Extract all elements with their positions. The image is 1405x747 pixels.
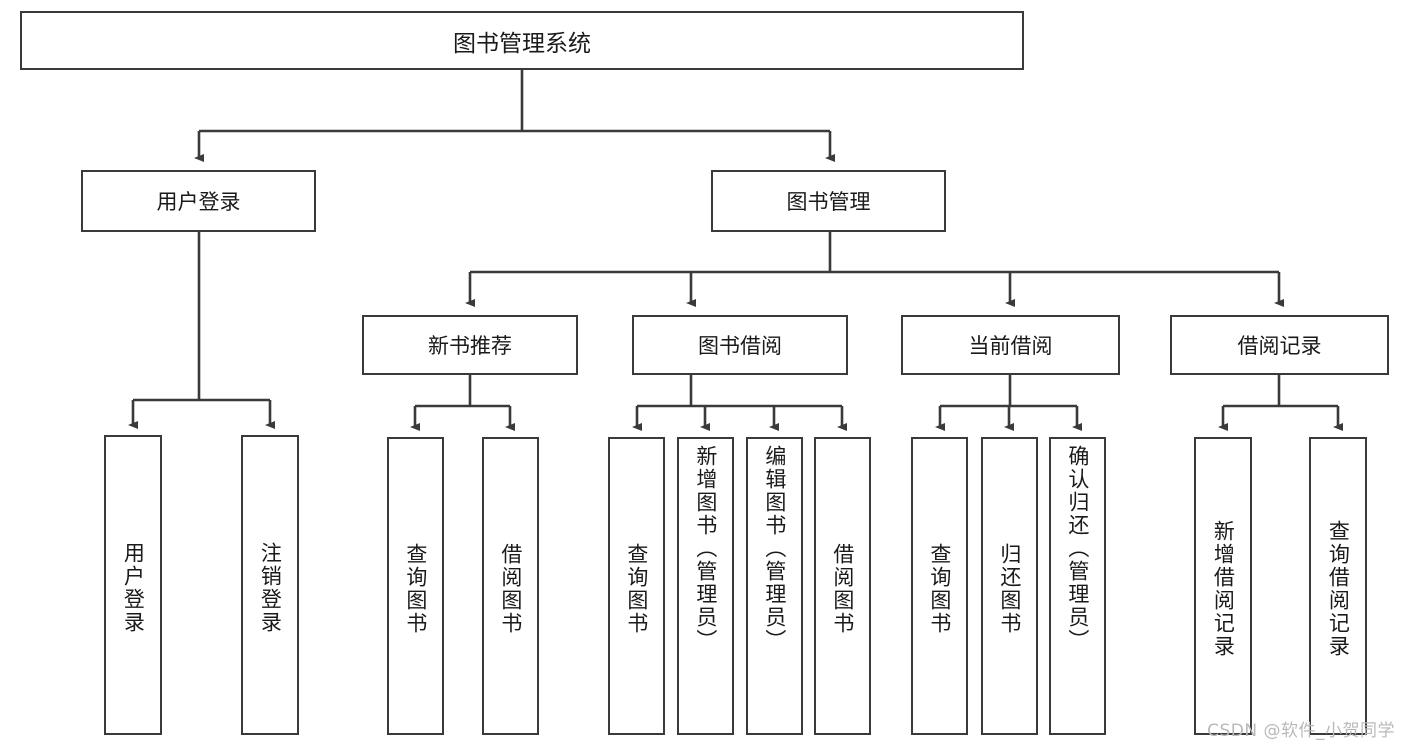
node-label: 注销登录: [258, 542, 283, 634]
node-label: 查询图书: [624, 543, 649, 635]
leaf-book-borrow-borrow-book[interactable]: 借阅图书: [814, 437, 871, 735]
node-label: 归还图书: [997, 543, 1022, 635]
leaf-inner: 编辑图书（管理员）: [748, 445, 801, 733]
leaf-user-login-login[interactable]: 用户登录: [104, 435, 162, 735]
watermark: CSDN @软件_小贺同学: [1207, 721, 1395, 741]
node-label: 查询图书: [927, 543, 952, 635]
node-label: 新增图书（管理员）: [693, 445, 718, 652]
node-label: 借阅记录: [1237, 334, 1322, 358]
node-label: 用户登录: [121, 542, 146, 634]
leaf-book-borrow-query-book[interactable]: 查询图书: [608, 437, 665, 735]
node-label: 借阅图书: [830, 543, 855, 635]
node-current-borrow[interactable]: 当前借阅: [901, 315, 1120, 375]
node-label: 用户登录: [156, 190, 241, 214]
node-label: 当前借阅: [968, 334, 1053, 358]
leaf-borrow-record-query-record[interactable]: 查询借阅记录: [1309, 437, 1367, 735]
leaf-new-book-borrow-book[interactable]: 借阅图书: [482, 437, 539, 735]
leaf-inner: 查询图书: [913, 445, 966, 733]
leaf-current-borrow-return-book[interactable]: 归还图书: [981, 437, 1038, 735]
node-book-borrow[interactable]: 图书借阅: [632, 315, 848, 375]
node-label: 新书推荐: [428, 334, 512, 358]
leaf-inner: 用户登录: [106, 443, 160, 733]
node-borrow-record[interactable]: 借阅记录: [1170, 315, 1389, 375]
leaf-borrow-record-add-record[interactable]: 新增借阅记录: [1194, 437, 1252, 735]
node-label: 确认归还（管理员）: [1065, 445, 1090, 652]
leaf-inner: 借阅图书: [816, 445, 869, 733]
leaf-current-borrow-query-book[interactable]: 查询图书: [911, 437, 968, 735]
node-label: 编辑图书（管理员）: [762, 445, 787, 652]
node-book-management[interactable]: 图书管理: [711, 170, 946, 232]
node-label: 查询图书: [403, 543, 428, 635]
leaf-inner: 查询借阅记录: [1311, 445, 1365, 733]
node-label: 借阅图书: [498, 543, 523, 635]
node-label: 图书管理系统: [453, 30, 591, 57]
node-user-login[interactable]: 用户登录: [81, 170, 316, 232]
leaf-inner: 新增图书（管理员）: [679, 445, 732, 733]
leaf-inner: 注销登录: [243, 443, 297, 733]
leaf-inner: 归还图书: [983, 445, 1036, 733]
leaf-inner: 确认归还（管理员）: [1051, 445, 1104, 733]
leaf-inner: 新增借阅记录: [1196, 445, 1250, 733]
leaf-inner: 借阅图书: [484, 445, 537, 733]
leaf-inner: 查询图书: [389, 445, 442, 733]
leaf-current-borrow-confirm-return-admin[interactable]: 确认归还（管理员）: [1049, 437, 1106, 735]
leaf-new-book-query-book[interactable]: 查询图书: [387, 437, 444, 735]
leaf-user-login-logout[interactable]: 注销登录: [241, 435, 299, 735]
leaf-book-borrow-edit-book-admin[interactable]: 编辑图书（管理员）: [746, 437, 803, 735]
node-root-book-management-system[interactable]: 图书管理系统: [20, 11, 1024, 70]
node-label: 图书借阅: [698, 334, 782, 358]
leaf-book-borrow-add-book-admin[interactable]: 新增图书（管理员）: [677, 437, 734, 735]
node-new-book-recommend[interactable]: 新书推荐: [362, 315, 578, 375]
node-label: 新增借阅记录: [1211, 520, 1236, 658]
node-label: 图书管理: [786, 190, 871, 214]
node-label: 查询借阅记录: [1326, 520, 1351, 658]
leaf-inner: 查询图书: [610, 445, 663, 733]
